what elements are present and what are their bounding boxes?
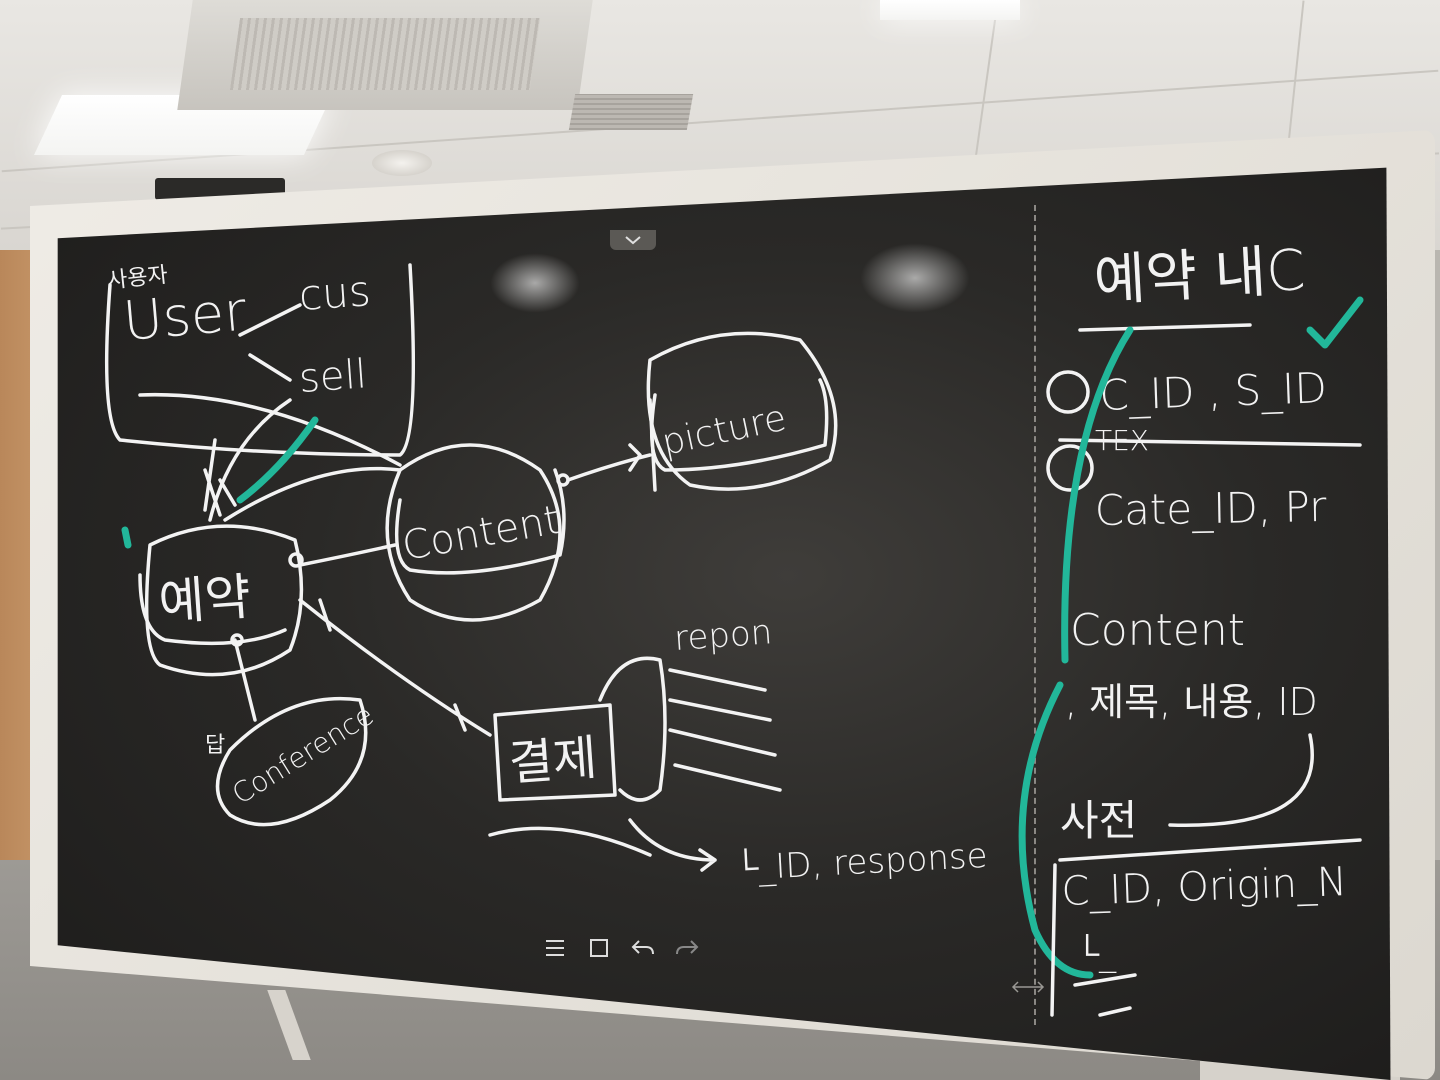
whiteboard-toolbar — [540, 928, 720, 968]
resize-horizontal-icon — [1011, 981, 1045, 993]
undo-button[interactable] — [628, 933, 658, 963]
chevron-down-icon — [625, 236, 641, 245]
light-reflection — [860, 243, 970, 313]
menu-button[interactable] — [540, 933, 570, 963]
collapse-button[interactable] — [610, 230, 656, 250]
page-button[interactable] — [584, 933, 614, 963]
ceiling-light — [880, 0, 1020, 20]
undo-icon — [631, 940, 654, 955]
resize-handle[interactable] — [1008, 976, 1048, 998]
air-conditioner-vent — [229, 18, 541, 90]
smoke-detector — [372, 150, 432, 176]
whiteboard-screen[interactable] — [57, 167, 1391, 1080]
light-reflection — [490, 253, 580, 313]
redo-button[interactable] — [672, 933, 702, 963]
redo-icon — [676, 940, 699, 955]
ceiling-speaker — [568, 94, 694, 130]
menu-icon — [546, 940, 564, 956]
page-icon — [590, 939, 608, 957]
split-divider[interactable] — [1034, 205, 1036, 1025]
